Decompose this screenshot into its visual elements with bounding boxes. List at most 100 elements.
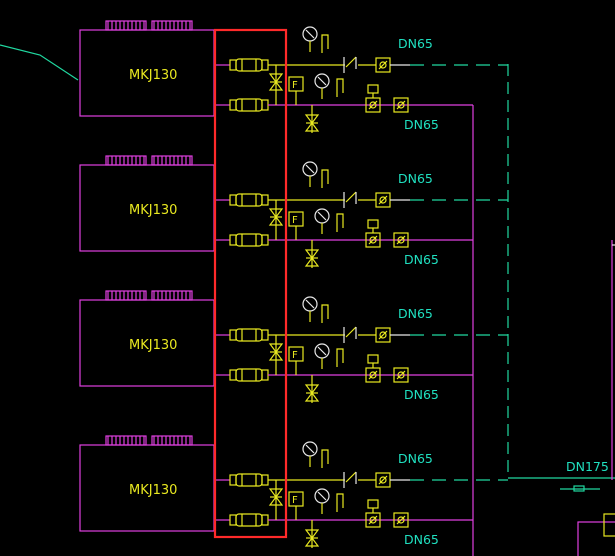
- box-valve-disc: [369, 101, 377, 109]
- flange-right: [261, 369, 269, 381]
- flow-switch-tag: F: [292, 350, 298, 361]
- gauge-needle: [305, 29, 315, 39]
- supply-pipe-label: DN65: [398, 171, 433, 186]
- box-valve-slash: [378, 330, 388, 340]
- flange-left: [229, 514, 237, 526]
- tank-outline: [577, 521, 615, 556]
- box-valve-slash: [378, 195, 388, 205]
- flange-left: [229, 59, 237, 71]
- fan-housing: [151, 435, 193, 446]
- actuator-box: [367, 84, 379, 94]
- flex-joint-body: [235, 513, 263, 527]
- flex-joint-body: [235, 368, 263, 382]
- fan-housing: [105, 290, 147, 301]
- chiller-label: MKJ130: [129, 203, 177, 218]
- gauge-needle: [317, 76, 327, 86]
- check-valve-flap: [345, 326, 357, 338]
- gauge-needle: [317, 491, 327, 501]
- actuator-box: [367, 354, 379, 364]
- flange-right: [261, 234, 269, 246]
- flange-left: [229, 474, 237, 486]
- box-valve-slash: [396, 515, 406, 525]
- fan-housing: [105, 155, 147, 166]
- box-valve-slash: [396, 100, 406, 110]
- outlet-marker-box: [573, 485, 585, 492]
- chiller-label: MKJ130: [129, 68, 177, 83]
- check-valve-flap: [345, 56, 357, 68]
- gate-valve-icon: [304, 529, 320, 547]
- chiller-label: MKJ130: [129, 338, 177, 353]
- flange-left: [229, 99, 237, 111]
- gate-valve-icon: [268, 73, 284, 91]
- flange-right: [261, 194, 269, 206]
- flange-left: [229, 369, 237, 381]
- flange-left: [229, 194, 237, 206]
- return-pipe-label: DN65: [404, 117, 439, 132]
- flex-joint-body: [235, 58, 263, 72]
- return-pipe-label: DN65: [404, 532, 439, 547]
- gate-valve-icon: [304, 384, 320, 402]
- gate-valve-icon: [268, 208, 284, 226]
- flex-joint-body: [235, 328, 263, 342]
- check-valve-flap: [345, 471, 357, 483]
- thermometer-icon: [321, 449, 329, 468]
- box-valve-slash: [378, 60, 388, 70]
- box-valve-icon: [393, 232, 409, 248]
- fan-housing: [151, 20, 193, 31]
- flex-joint-body: [235, 193, 263, 207]
- box-valve-disc: [397, 516, 405, 524]
- supply-pipe-label: DN65: [398, 451, 433, 466]
- box-valve-icon: [393, 97, 409, 113]
- chiller-label: MKJ130: [129, 483, 177, 498]
- fan-housing: [151, 290, 193, 301]
- flange-right: [261, 99, 269, 111]
- box-valve-disc: [379, 331, 387, 339]
- flow-switch-tag: F: [292, 495, 298, 506]
- gate-valve-icon: [268, 343, 284, 361]
- box-valve-slash: [368, 100, 378, 110]
- gate-valve-icon: [304, 114, 320, 132]
- flex-joint-body: [235, 98, 263, 112]
- thermometer-icon: [336, 493, 344, 512]
- fan-housing: [105, 435, 147, 446]
- thermometer-icon: [336, 213, 344, 232]
- gauge-needle: [305, 444, 315, 454]
- flex-joint-body: [235, 473, 263, 487]
- supply-pipe-label: DN65: [398, 36, 433, 51]
- flange-right: [261, 514, 269, 526]
- check-valve-flap: [345, 191, 357, 203]
- fan-housing: [151, 155, 193, 166]
- box-valve-disc: [369, 516, 377, 524]
- gate-valve-icon: [304, 249, 320, 267]
- actuator-box: [367, 499, 379, 509]
- flange-right: [261, 329, 269, 341]
- thermometer-icon: [336, 78, 344, 97]
- thermometer-icon: [321, 34, 329, 53]
- highlight-box: [213, 28, 288, 539]
- supply-pipe-label: DN65: [398, 306, 433, 321]
- flange-left: [229, 234, 237, 246]
- box-valve-slash: [378, 475, 388, 485]
- gate-valve-icon: [268, 488, 284, 506]
- box-valve-disc: [379, 61, 387, 69]
- return-pipe-label: DN65: [404, 387, 439, 402]
- flow-switch-tag: F: [292, 80, 298, 91]
- box-valve-slash: [396, 370, 406, 380]
- gauge-needle: [305, 164, 315, 174]
- connector-line: [0, 44, 79, 81]
- flow-switch-tag: F: [292, 215, 298, 226]
- actuator-box: [367, 219, 379, 229]
- flange-right: [261, 474, 269, 486]
- box-valve-slash: [396, 235, 406, 245]
- flex-joint-body: [235, 233, 263, 247]
- thermometer-icon: [321, 304, 329, 323]
- box-valve-disc: [397, 236, 405, 244]
- thermometer-icon: [336, 348, 344, 367]
- box-valve-disc: [379, 196, 387, 204]
- gauge-needle: [317, 211, 327, 221]
